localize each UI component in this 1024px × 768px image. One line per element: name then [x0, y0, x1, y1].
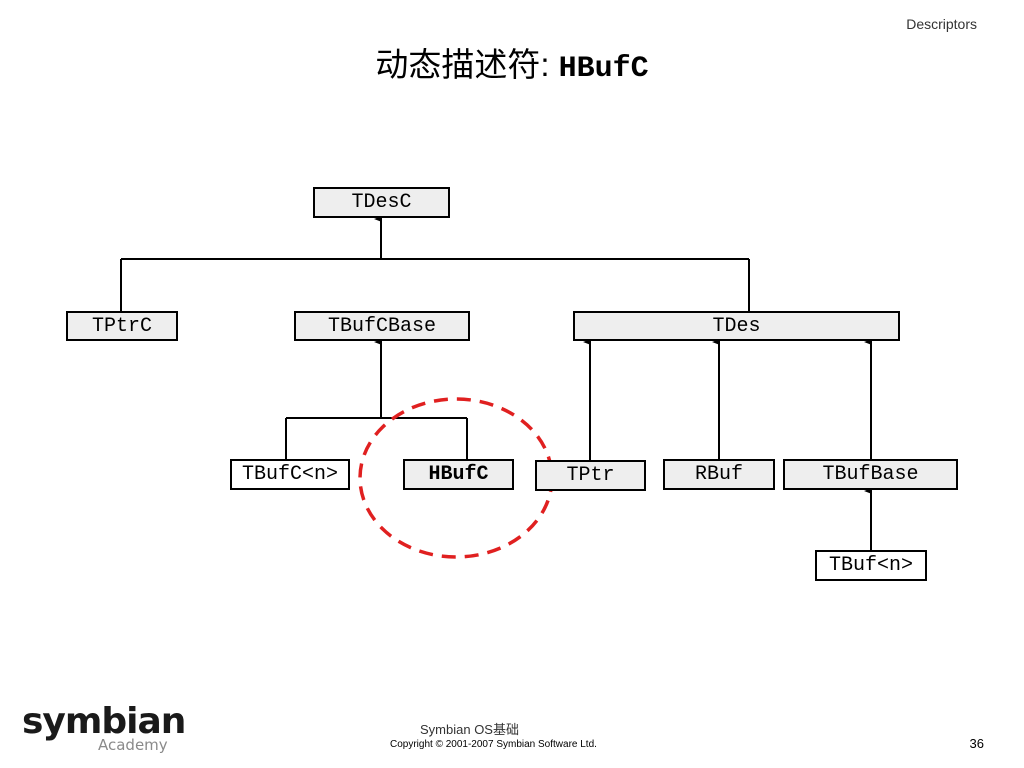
node-rbuf: RBuf	[663, 459, 775, 490]
page-number: 36	[969, 736, 984, 751]
title-code: HBufC	[558, 52, 649, 86]
symbian-logo: symbian	[22, 701, 186, 742]
node-tbufcbase: TBufCBase	[294, 311, 470, 341]
node-tbuf-n: TBuf<n>	[815, 550, 927, 581]
node-tdesc: TDesC	[313, 187, 450, 218]
footer-copyright: Copyright © 2001-2007 Symbian Software L…	[390, 739, 597, 750]
title-text: 动态描述符:	[375, 46, 559, 83]
node-tbufc-n: TBufC<n>	[230, 459, 350, 490]
symbian-logo-academy: Academy	[98, 736, 168, 754]
slide-title: 动态描述符: HBufC	[0, 38, 1024, 86]
node-tbufbase: TBufBase	[783, 459, 958, 490]
node-tptrc: TPtrC	[66, 311, 178, 341]
node-tdes: TDes	[573, 311, 900, 341]
node-hbufc: HBufC	[403, 459, 514, 490]
node-tptr: TPtr	[535, 460, 646, 491]
footer-course-title: Symbian OS基础	[420, 722, 519, 737]
section-label: Descriptors	[906, 16, 977, 32]
